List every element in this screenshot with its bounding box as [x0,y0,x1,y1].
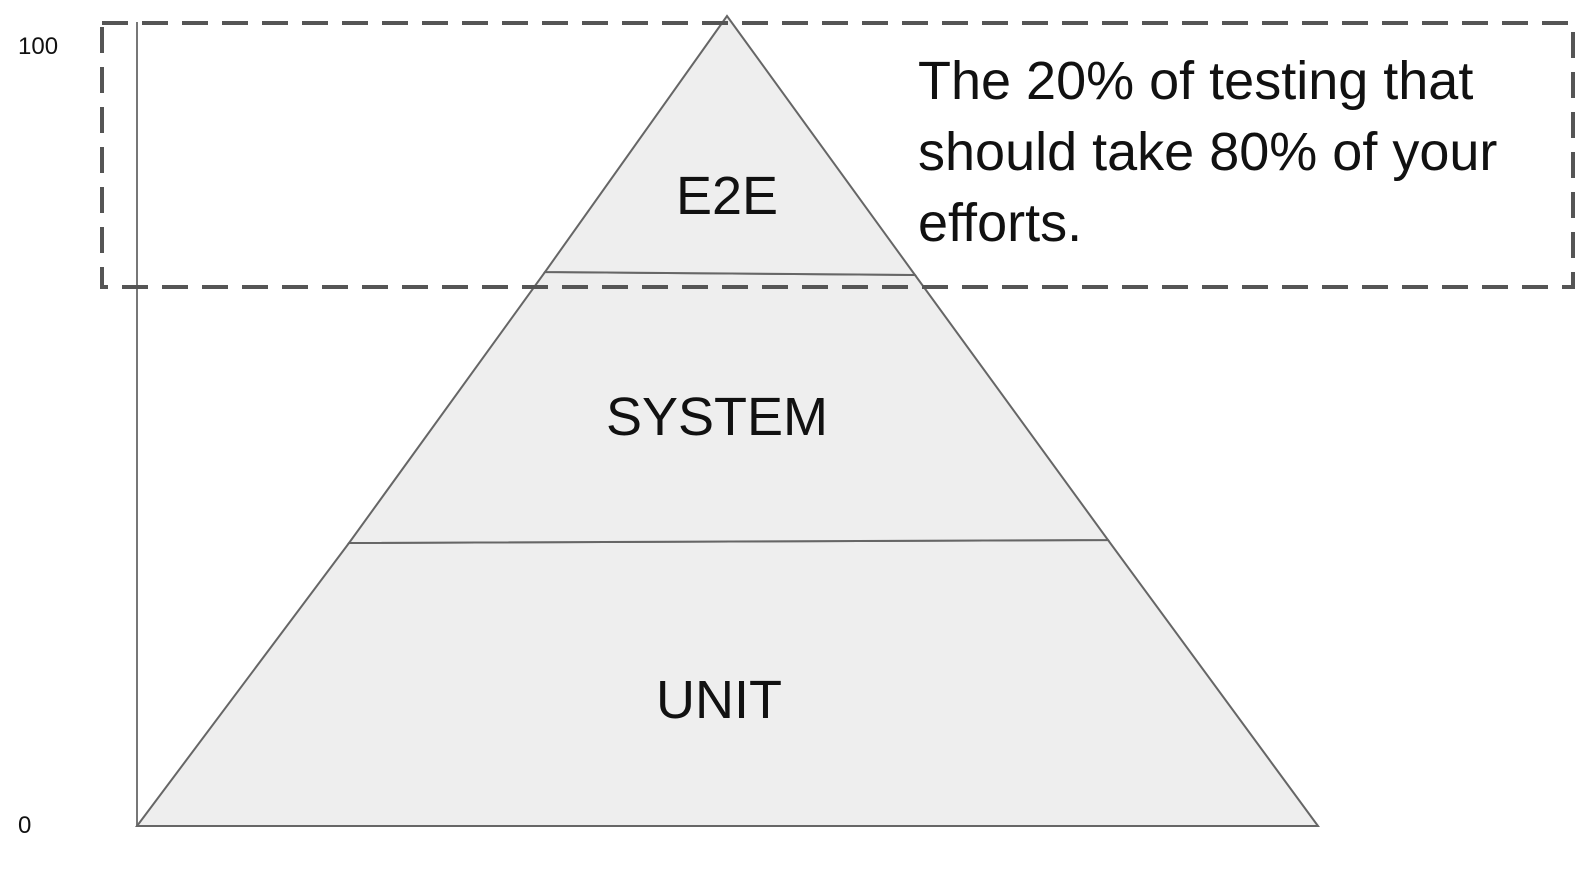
tier-label-e2e: E2E [676,166,778,226]
tier-label-unit: UNIT [656,670,782,730]
callout-dashed-box [100,21,1575,289]
pyramid [135,14,1320,827]
callout-text: The 20% of testing that should take 80% … [918,51,1497,253]
callout-line-1: The 20% of testing that [918,51,1473,111]
axis-tick-bottom: 0 [18,812,31,839]
callout-line-2: should take 80% of your [918,122,1497,182]
callout-line-3: efforts. [918,193,1082,253]
pyramid-tier-e2e [543,14,917,277]
axis-tick-top: 100 [18,33,58,60]
tier-label-system: SYSTEM [606,387,828,447]
